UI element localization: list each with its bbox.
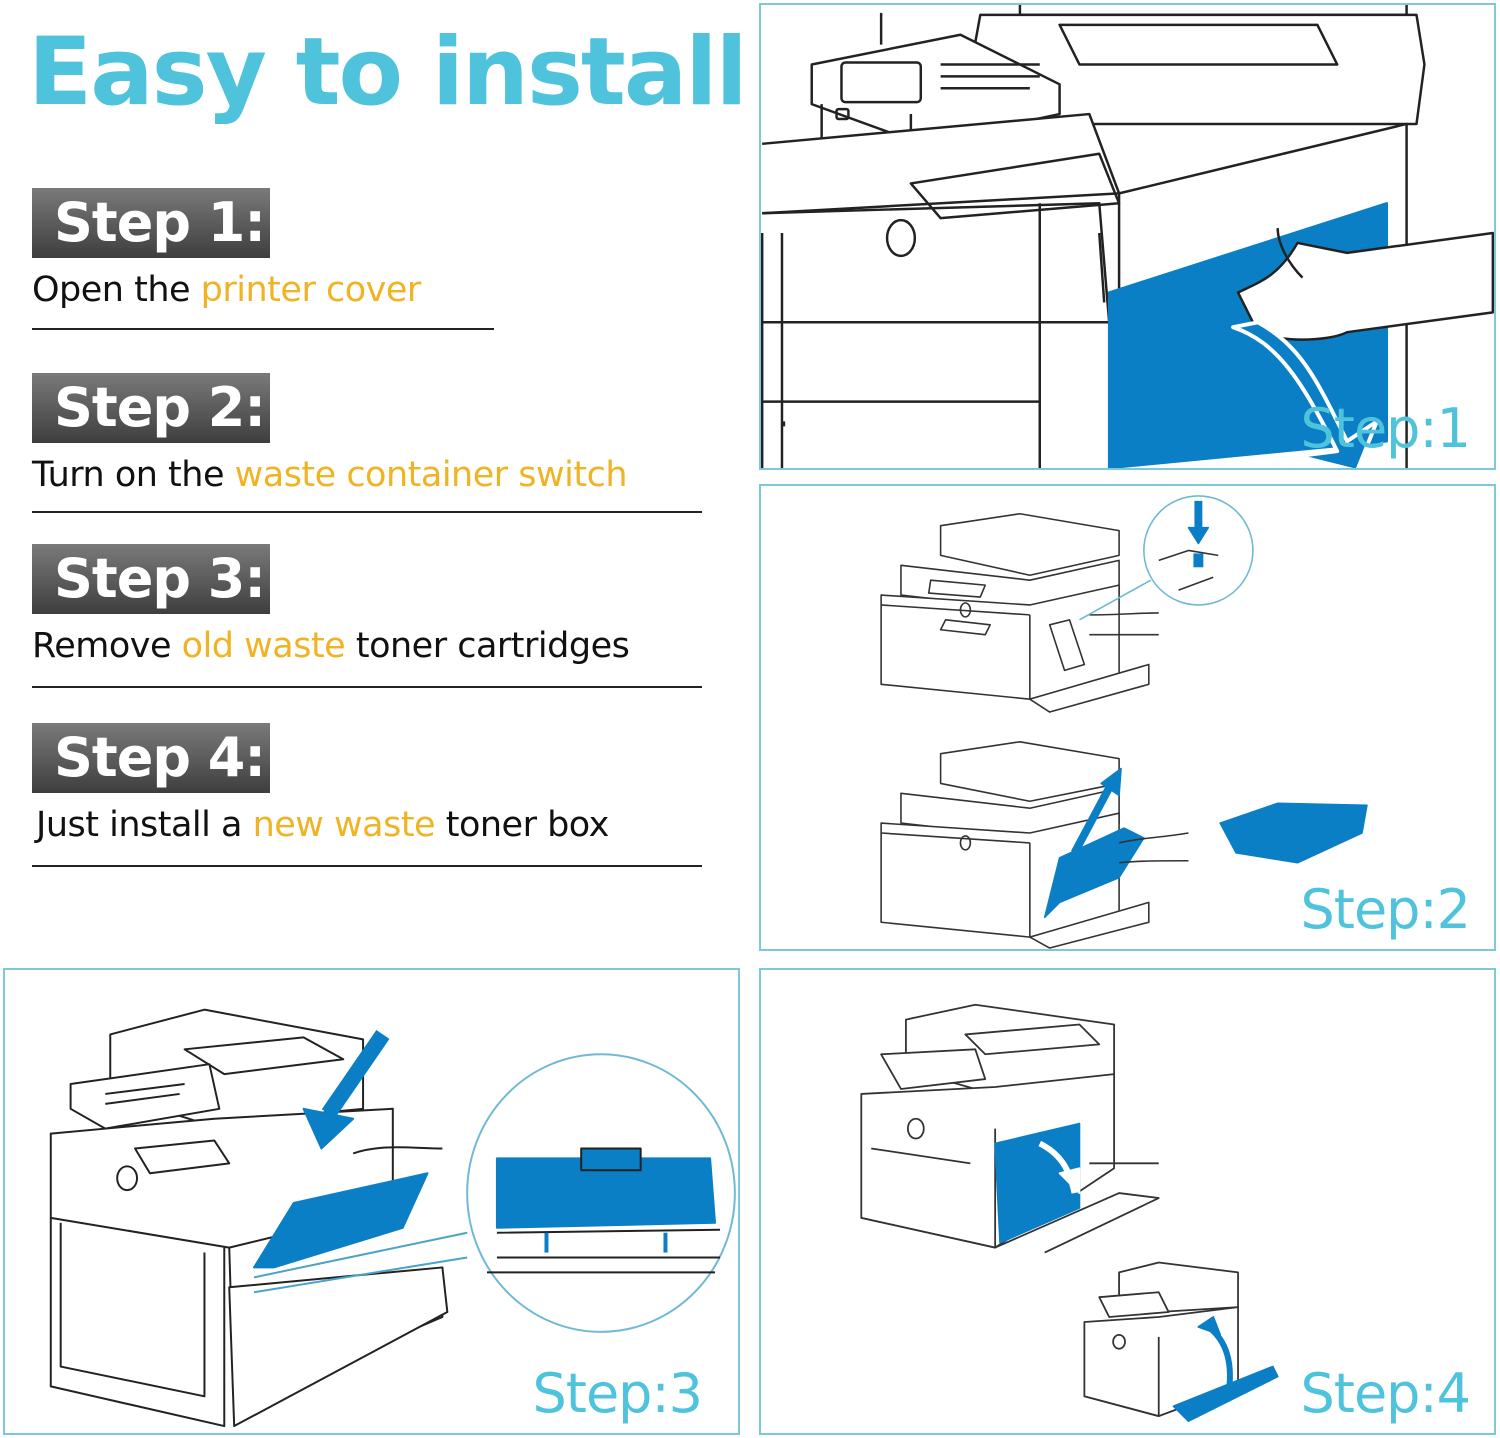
- printer-illustration: [49, 1008, 736, 1428]
- page-title: Easy to install: [28, 18, 748, 127]
- printer-illustration: [880, 495, 1368, 949]
- desc-text: Remove: [32, 626, 182, 666]
- desc-text: Just install a: [36, 805, 253, 845]
- step-description: Just install a new waste toner box: [32, 805, 702, 845]
- panel-label: Step:4: [1300, 1362, 1471, 1425]
- step-description: Open the printer cover: [32, 270, 494, 310]
- step-3: Step 3: Remove old waste toner cartridge…: [32, 544, 702, 688]
- desc-highlight: printer cover: [200, 270, 422, 310]
- step-badge: Step 4:: [32, 723, 270, 793]
- step-description: Remove old waste toner cartridges: [32, 626, 702, 666]
- panel-step-4: Step:4: [759, 968, 1496, 1435]
- desc-highlight: old waste: [181, 626, 346, 666]
- printer-illustration: [761, 5, 1494, 468]
- panel-label: Step:1: [1300, 397, 1471, 460]
- desc-highlight: new waste: [252, 805, 436, 845]
- step-badge: Step 3:: [32, 544, 270, 614]
- divider: [32, 511, 702, 513]
- step-1: Step 1: Open the printer cover: [32, 188, 494, 330]
- panel-step-1: Step:1: [759, 3, 1496, 470]
- panel-step-3: Step:3: [3, 968, 740, 1435]
- printer-illustration: [860, 1003, 1279, 1422]
- step-2: Step 2: Turn on the waste container swit…: [32, 373, 702, 513]
- divider: [32, 686, 702, 688]
- desc-text: Open the: [32, 270, 201, 310]
- desc-highlight: waste container switch: [234, 455, 628, 495]
- panel-label: Step:2: [1300, 878, 1471, 941]
- divider: [32, 328, 494, 330]
- step-badge: Step 2:: [32, 373, 270, 443]
- desc-text: toner cartridges: [345, 626, 630, 666]
- desc-text: Turn on the: [32, 455, 235, 495]
- desc-text: toner box: [435, 805, 610, 845]
- panel-step-2: Step:2: [759, 484, 1496, 951]
- divider: [32, 865, 702, 867]
- step-badge: Step 1:: [32, 188, 270, 258]
- panel-label: Step:3: [532, 1362, 703, 1425]
- step-4: Step 4: Just install a new waste toner b…: [32, 723, 702, 867]
- step-description: Turn on the waste container switch: [32, 455, 702, 495]
